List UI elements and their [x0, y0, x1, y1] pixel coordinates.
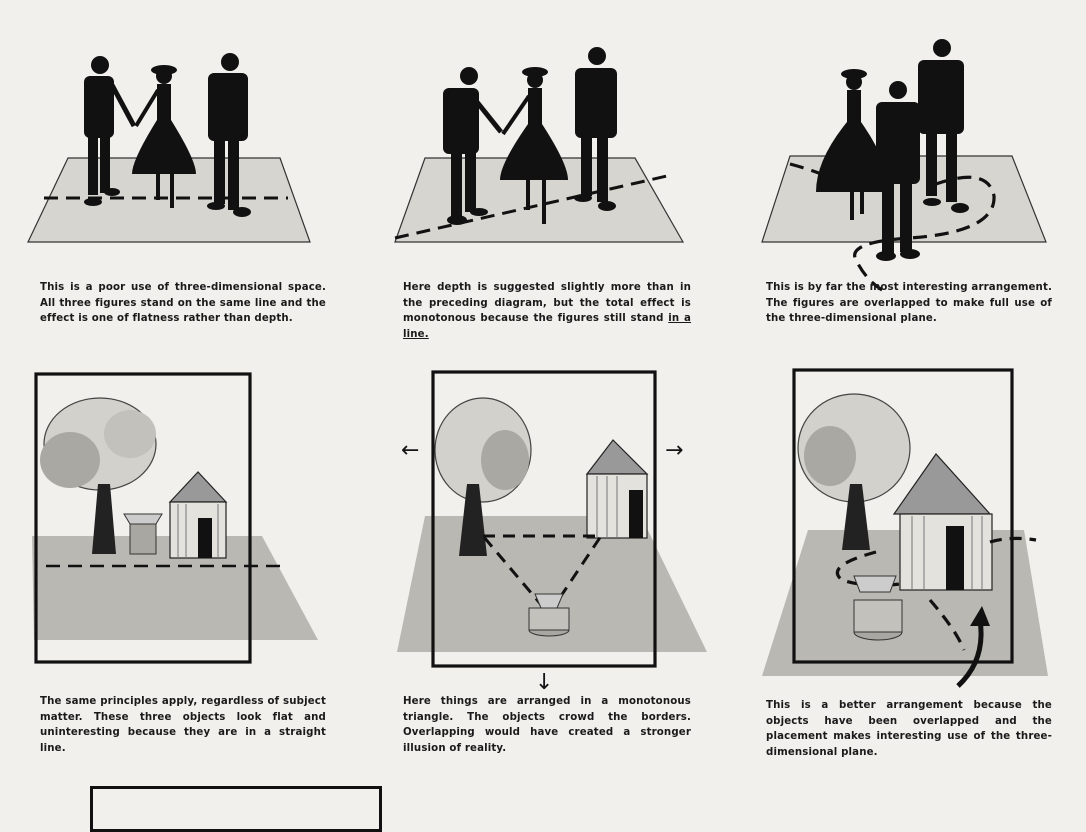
book-page: { "captions": { "p1": "This is a poor us…: [20, 36, 1070, 832]
caption-objects-on-line: The same principles apply, regardless of…: [40, 696, 326, 754]
shed: [892, 453, 993, 591]
curved-arrow: [956, 619, 984, 688]
man-silhouette: [876, 81, 920, 261]
tree: [797, 393, 911, 550]
picture-frame: [792, 368, 1014, 664]
dashed-path: [789, 162, 996, 292]
man-silhouette: [443, 67, 503, 225]
picture-frame: [34, 372, 252, 664]
figures-on-line-panel: This is a poor use of three-dimensional …: [20, 40, 326, 324]
shed: [168, 471, 228, 559]
arrow-right-icon: →: [665, 438, 684, 463]
woman-silhouette: [500, 67, 568, 224]
well: [853, 575, 903, 641]
dashed-line: [394, 174, 668, 240]
figures-overlapped-panel: This is by far the most interesting arra…: [750, 36, 1070, 324]
objects-triangle-panel: ← → ↓ Here things are arranged in a mono…: [385, 364, 715, 754]
well: [528, 593, 570, 637]
objects-overlapped-panel: This is a better arrangement because the…: [750, 364, 1070, 758]
dashed-path: [835, 536, 1037, 651]
shed: [585, 439, 649, 539]
ground-plane: [32, 536, 318, 640]
curved-arrow-head: [970, 606, 990, 626]
objects-overlapped-illustration: [762, 368, 1048, 688]
figures-diagonal-panel: Here depth is suggested slightly more th…: [385, 40, 715, 340]
caption-objects-overlapped: This is a better arrangement because the…: [766, 700, 1052, 758]
woman-silhouette: [816, 69, 890, 220]
well: [123, 513, 163, 555]
figures-diagonal-illustration: [394, 47, 685, 243]
woman-silhouette: [132, 65, 196, 208]
figures-overlapped-illustration: [761, 39, 1047, 292]
caption-figures-diagonal: Here depth is suggested slightly more th…: [403, 282, 691, 340]
caption-objects-triangle: Here things are arranged in a monotonous…: [403, 696, 691, 754]
man-silhouette: [84, 56, 137, 206]
picture-frame: [431, 370, 657, 668]
next-frame-edge: [90, 786, 382, 832]
man-silhouette: [918, 39, 969, 213]
arrow-left-icon: ←: [401, 438, 420, 463]
objects-on-line-illustration: [32, 372, 318, 664]
tree: [434, 397, 532, 556]
caption-figures-on-line: This is a poor use of three-dimensional …: [40, 282, 326, 324]
figures-on-line-illustration: [27, 53, 311, 243]
man-silhouette: [207, 53, 251, 217]
man-silhouette: [574, 47, 617, 211]
triangle-dashed: [479, 534, 604, 617]
objects-on-line-panel: The same principles apply, regardless of…: [20, 364, 350, 754]
caption-figures-overlapped: This is by far the most interesting arra…: [766, 282, 1052, 324]
ground-plane: [27, 157, 311, 243]
tree: [40, 397, 157, 554]
objects-triangle-illustration: [397, 370, 707, 668]
arrow-down-icon: ↓: [535, 670, 554, 695]
